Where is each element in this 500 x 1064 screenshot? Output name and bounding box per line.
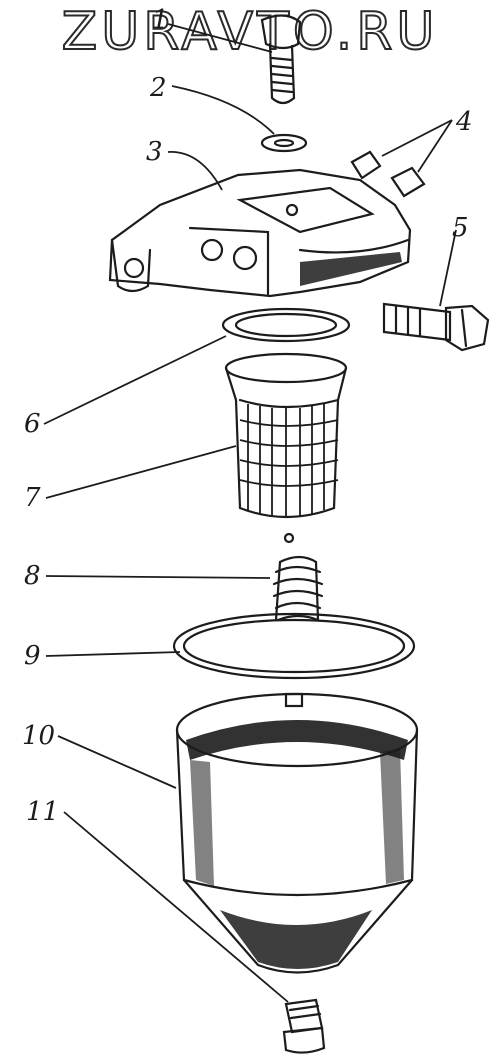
callout-7: 7 — [24, 483, 41, 513]
callout-2: 2 — [149, 73, 167, 103]
part-3-filter-head — [108, 168, 412, 298]
part-8-spring — [272, 555, 324, 622]
part-10-bowl — [175, 692, 419, 974]
callout-4: 4 — [455, 107, 473, 137]
part-7-filter-element — [224, 352, 348, 544]
part-11-drain-plug — [282, 998, 326, 1054]
watermark: ZURAVTO.RU — [61, 1, 439, 63]
part-9-sealing-ring — [172, 612, 416, 680]
callout-5: 5 — [452, 213, 469, 243]
callout-10: 10 — [22, 721, 55, 751]
part-6-gasket — [221, 307, 351, 343]
callout-6: 6 — [24, 409, 41, 439]
callout-8: 8 — [24, 561, 41, 591]
part-5-bolt — [382, 302, 490, 352]
callout-9: 9 — [24, 641, 41, 671]
leader-lines — [43, 23, 457, 1003]
callouts: 1 2 3 4 5 6 7 8 9 10 11 — [22, 5, 473, 827]
part-1-bolt — [260, 14, 302, 105]
callout-11: 11 — [26, 797, 59, 827]
callout-3: 3 — [146, 137, 163, 167]
part-4-plugs — [350, 150, 426, 198]
callout-1: 1 — [152, 5, 169, 35]
part-2-washer — [260, 133, 308, 153]
